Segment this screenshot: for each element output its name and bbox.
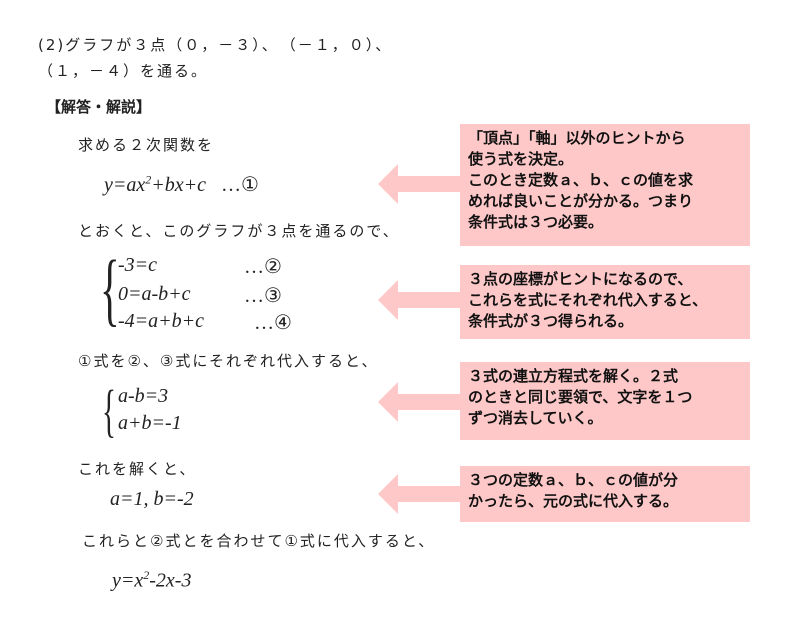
final-exponent: 2: [143, 568, 150, 582]
final-equation: y=x2-2x-3: [112, 568, 191, 593]
eq1-lhs: y=ax: [104, 174, 146, 196]
hint-line: 条件式が３つ得られる。: [468, 312, 634, 330]
final-rhs: -2x-3: [149, 569, 192, 592]
hint-line: ３つの定数ａ、ｂ、ｃの値が分: [468, 471, 679, 489]
hint-line: 「頂点」「軸」以外のヒントから: [468, 129, 686, 147]
step-text-2: とおくと、このグラフが３点を通るので、: [78, 222, 400, 240]
hint-box-4: ３つの定数ａ、ｂ、ｃの値が分かったら、元の式に代入する。: [460, 466, 750, 522]
left-arrow-icon: [378, 164, 460, 204]
system-brace-1: {: [100, 243, 120, 334]
answer-heading: 【解答・解説】: [46, 98, 152, 116]
hint-line: ずつ消去していく。: [468, 409, 603, 427]
system2-eq-1: a-b=3: [118, 385, 169, 407]
system1-tag-2: …③: [244, 285, 282, 307]
system2-eq-2: a+b=-1: [118, 412, 182, 434]
step-text-3: ①式を②、③式にそれぞれ代入すると、: [78, 352, 379, 370]
equation-1: y=ax2+bx+c …①: [104, 172, 259, 197]
system1-eq-3: -4=a+b+c: [118, 310, 205, 332]
left-arrow-icon: [378, 474, 460, 514]
system1-tag-1: …②: [244, 256, 282, 278]
hint-line: このとき定数ａ、ｂ、ｃの値を求: [468, 171, 694, 189]
final-lhs: y=x: [112, 569, 144, 592]
problem-line-1: (2)グラフが３点（０，－３）、 （－１，０）、: [38, 36, 393, 54]
hint-box-2: ３点の座標がヒントになるので、これらを式にそれぞれ代入すると、条件式が３つ得られ…: [460, 265, 750, 339]
eq1-tag: …①: [221, 174, 259, 196]
hint-line: 使う式を決定。: [468, 150, 574, 168]
problem-line-2: （１，－４）を通る。: [38, 62, 209, 80]
hint-line: これらを式にそれぞれ代入すると、: [468, 291, 708, 309]
left-arrow-icon: [378, 382, 460, 422]
eq1-exponent: 2: [145, 172, 152, 187]
hint-box-3: ３式の連立方程式を解く。２式のときと同じ要領で、文字を１つずつ消去していく。: [460, 362, 750, 440]
step-text-1: 求める２次関数を: [78, 136, 215, 154]
hint-line: のときと同じ要領で、文字を１つ: [468, 388, 693, 406]
system1-tag-3: …④: [254, 312, 292, 334]
left-arrow-icon: [378, 280, 460, 320]
step-text-5: これらと②式とを合わせて①式に代入すると、: [82, 532, 436, 550]
system1-eq-2: 0=a-b+c: [118, 283, 191, 305]
hint-line: めれば良いことが分かる。つまり: [468, 192, 694, 210]
step-text-4: これを解くと、: [78, 460, 197, 478]
eq1-rhs: +bx+c: [151, 174, 206, 196]
hint-box-1: 「頂点」「軸」以外のヒントから使う式を決定。このとき定数ａ、ｂ、ｃの値を求めれば…: [460, 124, 750, 246]
hint-line: 条件式は３つ必要。: [468, 213, 604, 231]
system-brace-2: {: [102, 378, 116, 443]
hint-line: ３式の連立方程式を解く。２式: [468, 367, 679, 385]
system1-eq-1: -3=c: [118, 254, 158, 276]
hint-line: かったら、元の式に代入する。: [468, 492, 679, 510]
hint-line: ３点の座標がヒントになるので、: [468, 270, 693, 288]
solution: a=1, b=-2: [110, 488, 194, 510]
